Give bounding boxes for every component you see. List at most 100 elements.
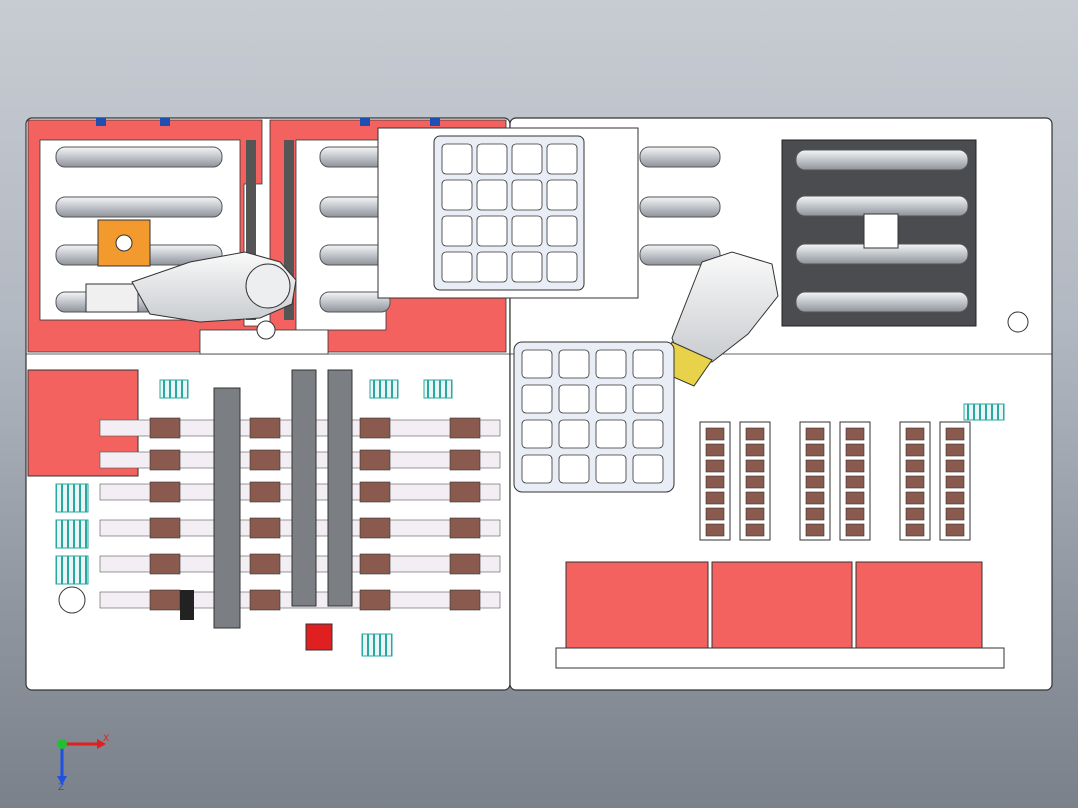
fixture-nest: [845, 459, 865, 473]
fixture-nest: [805, 475, 825, 489]
tray-pocket: [546, 215, 578, 247]
lane-fixture: [359, 449, 391, 471]
lane-fixture: [149, 517, 181, 539]
fixture-nest: [945, 427, 965, 441]
tray-pocket: [632, 454, 664, 484]
axis-triad: [57, 739, 106, 785]
fixture-nest: [945, 459, 965, 473]
teal-slot-blocks: [55, 379, 1005, 657]
fixture-nest: [945, 507, 965, 521]
fixture-nest: [745, 523, 765, 537]
fixture-nest: [805, 507, 825, 521]
fixture-nest: [745, 507, 765, 521]
port-circle-right: [1007, 311, 1029, 333]
conveyor-lanes-lower-left: [99, 417, 501, 611]
lane-fixture: [449, 481, 481, 503]
tray-pocket: [441, 215, 473, 247]
fixture-nest: [845, 475, 865, 489]
lane-fixture: [359, 553, 391, 575]
robot-arm-left: [131, 251, 297, 340]
tray-pocket: [595, 384, 627, 414]
lane-fixture: [249, 517, 281, 539]
lane-fixture: [449, 589, 481, 611]
tray-pocket: [546, 143, 578, 175]
tray-pocket: [595, 419, 627, 449]
fixture-nest: [705, 443, 725, 457]
lane-fixture: [249, 449, 281, 471]
fixture-nest: [905, 459, 925, 473]
vertical-dark-rails: [180, 369, 353, 629]
port-circle-left: [58, 586, 86, 614]
fixture-columns: [699, 421, 971, 541]
tray-pockets-lower: [521, 349, 664, 484]
lane-fixture: [249, 589, 281, 611]
dark-buffer-rack: [781, 139, 977, 327]
tray-pocket: [632, 349, 664, 379]
lane-fixture: [149, 449, 181, 471]
fixture-nest: [845, 491, 865, 505]
fixture-nest: [905, 475, 925, 489]
fixture-nest: [805, 459, 825, 473]
tray-pocket: [441, 143, 473, 175]
fixture-nest: [745, 475, 765, 489]
fixture-nest: [745, 459, 765, 473]
fixture-nest: [705, 507, 725, 521]
fixture-nest: [905, 443, 925, 457]
fixture-nest: [905, 491, 925, 505]
fixture-nest: [845, 507, 865, 521]
lane-fixture: [449, 517, 481, 539]
lane-fixture: [359, 517, 391, 539]
lane-fixture: [249, 553, 281, 575]
fixture-nest: [945, 523, 965, 537]
tray-pocket: [521, 454, 553, 484]
tray-pocket: [546, 179, 578, 211]
tray-pockets-upper: [441, 143, 578, 283]
lane-fixture: [359, 589, 391, 611]
fixture-nest: [745, 443, 765, 457]
fixture-nest: [805, 443, 825, 457]
fixture-nest: [705, 475, 725, 489]
fixture-nest: [945, 443, 965, 457]
tray-pocket: [595, 349, 627, 379]
tray-rack-upper: [377, 127, 639, 299]
tray-pocket: [476, 251, 508, 283]
red-panels-lower-right: [555, 561, 1005, 669]
red-stopper: [305, 623, 333, 651]
x-axis-label: X: [103, 734, 109, 744]
tray-pocket: [521, 419, 553, 449]
lane-fixture: [249, 417, 281, 439]
tray-pocket: [476, 143, 508, 175]
fixture-nest: [805, 491, 825, 505]
tray-pocket: [476, 179, 508, 211]
tray-pocket: [511, 251, 543, 283]
tray-pocket: [632, 384, 664, 414]
tray-pocket: [511, 179, 543, 211]
orange-gripper-block: [85, 219, 151, 313]
tray-pocket: [511, 215, 543, 247]
tray-pocket: [511, 143, 543, 175]
fixture-nest: [705, 427, 725, 441]
fixture-nest: [745, 427, 765, 441]
tray-rack-lower: [513, 341, 675, 493]
triad-origin: [57, 739, 67, 749]
blue-caps: [96, 118, 440, 126]
fixture-nest: [845, 427, 865, 441]
fixture-nest: [805, 427, 825, 441]
roller-conveyor-left-2: [319, 146, 391, 313]
lane-fixture: [149, 417, 181, 439]
lane-fixture: [149, 481, 181, 503]
fixture-nest: [705, 459, 725, 473]
tray-pocket: [632, 419, 664, 449]
lane-fixture: [449, 417, 481, 439]
fixture-nest: [845, 523, 865, 537]
tray-pocket: [558, 454, 590, 484]
fixture-nest: [705, 491, 725, 505]
fixture-nest: [905, 523, 925, 537]
lane-fixture: [249, 481, 281, 503]
tray-pocket: [558, 419, 590, 449]
tray-pocket: [521, 384, 553, 414]
fixture-nest: [905, 507, 925, 521]
lane-fixture: [449, 449, 481, 471]
fixture-nest: [705, 523, 725, 537]
